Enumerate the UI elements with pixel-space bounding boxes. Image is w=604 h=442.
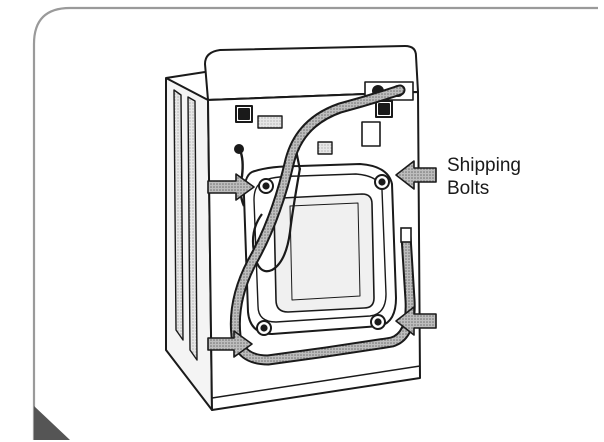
- shipping-bolts-callout: Shipping Bolts: [447, 154, 521, 200]
- shipping-bolt-arrow-lower-left: [207, 330, 253, 358]
- washer-rear-illustration: [165, 45, 421, 411]
- shipping-bolt-arrow-upper-right: [395, 160, 437, 190]
- shipping-bolt-arrows: [207, 160, 437, 358]
- panel-frame: [32, 6, 598, 440]
- shipping-bolt-arrow-upper-left: [207, 173, 255, 201]
- panel-corner-accent: [34, 406, 70, 440]
- callout-line-2: Bolts: [447, 178, 490, 199]
- shipping-bolt-arrow-lower-right: [395, 306, 437, 336]
- drain-hose: [229, 84, 416, 366]
- callout-line-1: Shipping: [447, 155, 521, 176]
